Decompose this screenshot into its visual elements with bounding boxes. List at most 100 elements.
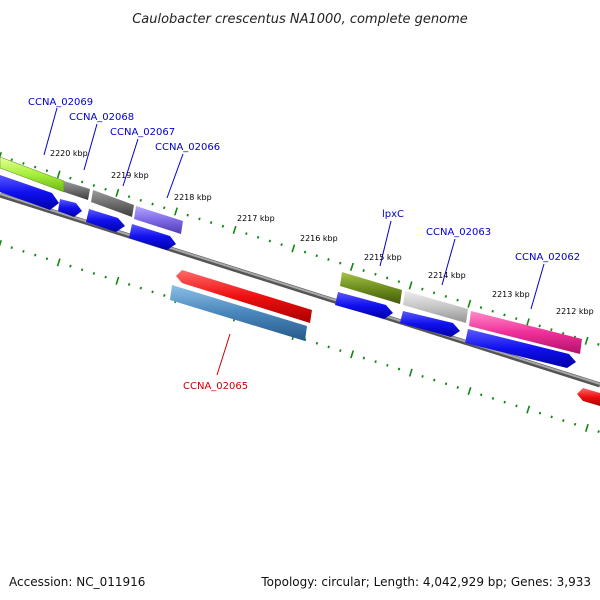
minor-tick [597, 343, 600, 346]
minor-tick [69, 264, 72, 268]
tick-label: 2213 kbp [492, 290, 530, 299]
leader-ccna-02063 [441, 238, 456, 286]
leader-ccna-02062 [530, 263, 545, 310]
minor-tick [221, 224, 225, 228]
minor-tick [127, 283, 131, 286]
label-leaders [43, 107, 545, 376]
major-tick [350, 350, 355, 359]
minor-tick [456, 386, 459, 389]
gene-arrow-lpxc[interactable] [335, 292, 393, 319]
gene-arrow-ccna-02065[interactable] [176, 270, 312, 323]
gene-label-ccna-02068[interactable]: CCNA_02068 [69, 112, 134, 123]
minor-tick [362, 356, 366, 360]
major-tick [232, 225, 237, 234]
minor-tick [597, 430, 600, 433]
minor-tick [256, 235, 260, 239]
gene-label-ccna-02063[interactable]: CCNA_02063 [426, 227, 491, 238]
major-tick [0, 239, 2, 247]
major-tick [56, 258, 61, 267]
gene-bar-ccna-02067[interactable] [91, 190, 134, 217]
major-tick [467, 387, 472, 396]
gene-arrow-next-reverse[interactable] [577, 388, 600, 406]
minor-tick [33, 165, 37, 169]
gene-arrow-ccna-02067[interactable] [86, 209, 125, 232]
gene-label-ccna-02062[interactable]: CCNA_02062 [515, 252, 580, 263]
tick-label: 2217 kbp [237, 214, 275, 223]
gene-labels: CCNA_02069 CCNA_02068 CCNA_02067 CCNA_02… [28, 97, 580, 392]
minor-tick [92, 272, 96, 275]
gene-label-ccna-02065[interactable]: CCNA_02065 [183, 381, 248, 392]
minor-tick [151, 290, 154, 294]
major-tick [291, 244, 296, 253]
major-tick [56, 170, 61, 179]
gene-arrow-ccna-02069[interactable] [0, 175, 59, 210]
gene-bar-lpxc[interactable] [340, 272, 402, 304]
major-tick [584, 423, 589, 432]
minor-tick [515, 404, 518, 408]
gene-arrow-ccna-02066[interactable] [129, 224, 176, 250]
gene-label-ccna-02067[interactable]: CCNA_02067 [110, 127, 175, 138]
tick-marks [0, 151, 600, 346]
minor-tick [163, 206, 166, 210]
minor-tick [127, 195, 131, 199]
minor-tick [22, 161, 25, 165]
gene-arrow-ccna-02062[interactable] [465, 329, 576, 368]
minor-tick [573, 422, 577, 426]
minor-tick [433, 378, 436, 382]
minor-tick [339, 261, 342, 265]
tick-label: 2218 kbp [174, 193, 212, 202]
gene-label-ccna-02069[interactable]: CCNA_02069 [28, 97, 93, 108]
minor-tick [34, 253, 37, 257]
major-tick [525, 318, 530, 327]
gene-arrow-ccna-02068[interactable] [58, 199, 82, 217]
gene-bars-forward [0, 156, 582, 354]
tick-label: 2214 kbp [428, 271, 466, 280]
minor-tick [503, 313, 506, 317]
minor-tick [268, 239, 272, 243]
minor-tick [550, 328, 553, 332]
major-tick [0, 151, 2, 159]
gene-arrow-ccna-02063[interactable] [400, 311, 460, 337]
minor-tick [456, 298, 459, 302]
major-tick [526, 405, 531, 414]
minor-tick [104, 275, 107, 279]
gene-arrows-forward [0, 175, 576, 368]
genome-summary-text: Topology: circular; Length: 4,042,929 bp… [260, 575, 591, 589]
gene-bar-ccna-02065[interactable] [170, 285, 307, 341]
gene-bar-ccna-02063[interactable] [403, 291, 468, 323]
minor-tick [444, 295, 448, 298]
tick-label: 2216 kbp [300, 234, 338, 243]
minor-tick [139, 198, 142, 202]
minor-tick [69, 176, 72, 180]
minor-tick [397, 367, 401, 371]
minor-tick [432, 291, 436, 295]
major-tick [349, 262, 354, 271]
leader-ccna-02068 [83, 123, 98, 171]
gene-label-ccna-02066[interactable]: CCNA_02066 [155, 142, 220, 153]
minor-tick [374, 272, 377, 276]
leader-ccna-02065 [216, 333, 231, 376]
minor-tick [362, 269, 365, 272]
tick-label: 2219 kbp [111, 171, 149, 180]
gene-label-lpxc[interactable]: lpxC [382, 209, 404, 220]
gene-bar-ccna-02066[interactable] [134, 206, 183, 234]
minor-tick [209, 221, 213, 224]
gene-features-reverse [170, 270, 600, 406]
minor-tick [421, 287, 424, 291]
minor-tick [245, 232, 248, 235]
minor-tick [538, 324, 541, 328]
major-tick [174, 207, 178, 216]
minor-tick [503, 400, 506, 404]
minor-tick [550, 415, 553, 419]
minor-tick [562, 419, 565, 422]
gene-bar-ccna-02068[interactable] [64, 181, 90, 200]
minor-tick [444, 382, 448, 386]
gene-bar-ccna-02062[interactable] [469, 311, 582, 354]
map-title: Caulobacter crescentus NA1000, complete … [132, 12, 468, 27]
minor-tick [374, 360, 377, 364]
minor-tick [45, 169, 49, 173]
upper-tick-row: 2220 kbp 2219 kbp 2218 kbp 2217 kbp 2216… [0, 149, 600, 346]
major-tick [408, 368, 413, 377]
minor-tick [315, 254, 318, 258]
